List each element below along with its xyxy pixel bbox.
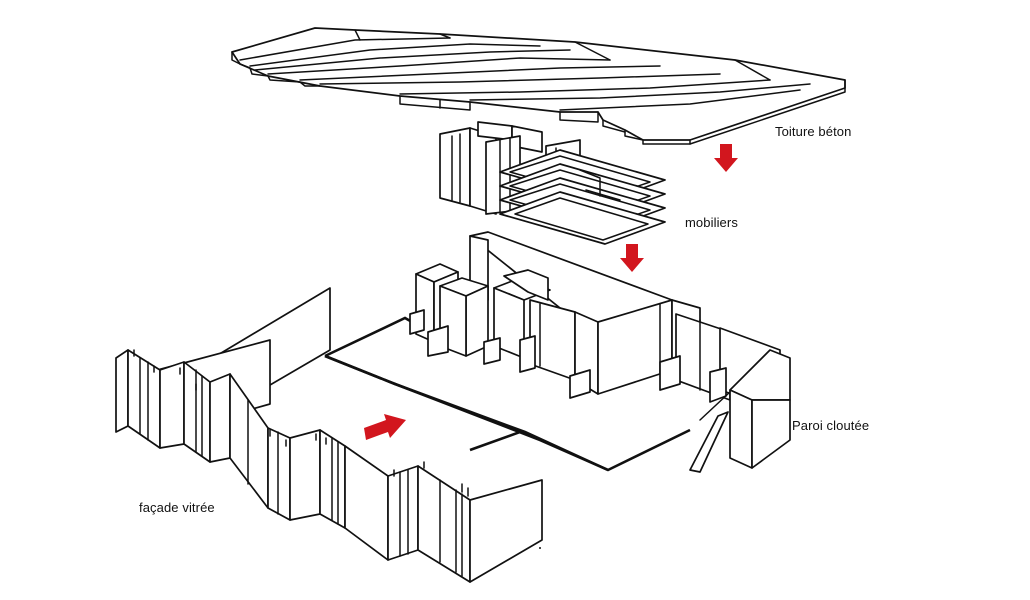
interior-walls — [409, 231, 791, 473]
concrete-roof — [231, 27, 846, 145]
furniture-pieces — [439, 121, 666, 245]
stray-dot — [539, 547, 541, 549]
roof-label: Toiture béton — [775, 124, 852, 139]
right-arrow — [364, 414, 406, 440]
furniture-label: mobiliers — [685, 215, 738, 230]
glazed-facade-label: façade vitrée — [139, 500, 215, 515]
down-arrow — [620, 244, 644, 272]
studded-wall-label: Paroi cloutée — [792, 418, 870, 433]
down-arrow — [714, 144, 738, 172]
glazed-facade — [115, 287, 543, 583]
